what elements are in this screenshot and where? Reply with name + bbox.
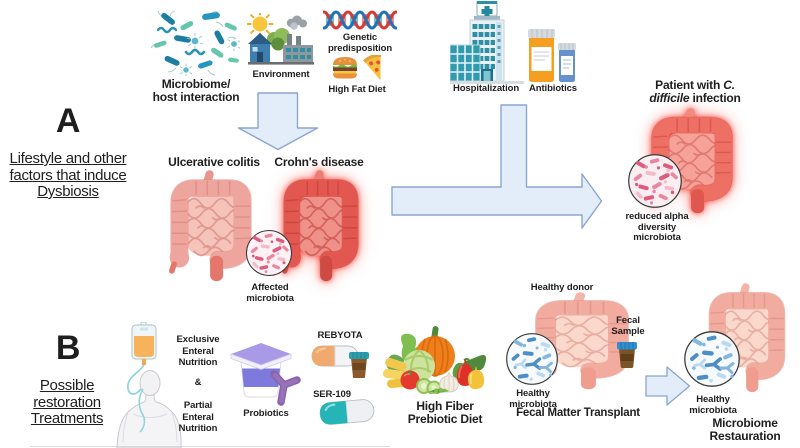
microbiome-label-l2-text: host interaction	[152, 90, 240, 105]
donor-microbiota-circle	[505, 332, 559, 386]
enteral-l2-text: Enteral	[182, 345, 214, 357]
microbiome-restauration-label: Microbiome Restauration	[709, 416, 781, 444]
affected-microbiota-label: Affected microbiota	[246, 282, 294, 304]
restauration-l2-text: Restauration	[709, 429, 781, 444]
bottom-crop-line	[30, 446, 390, 447]
restore-arrow	[645, 366, 691, 406]
enteral-l5-text: Enteral	[182, 411, 214, 423]
enteral-l3-text: Nutrition	[178, 357, 218, 368]
caption-line1-text: Possible	[39, 377, 95, 394]
bacteria-cluster-icon	[150, 10, 240, 76]
reduced-diversity-label: reduced alpha diversity microbiota	[625, 211, 689, 244]
caption-line1-text: Lifestyle and other	[9, 150, 127, 167]
antibiotics-label: Antibiotics	[529, 83, 577, 94]
high-fiber-label: High Fiber Prebiotic Diet	[407, 399, 483, 427]
affected-l2-text: microbiota	[246, 292, 294, 304]
microbiome-host-label: Microbiome/ host interaction	[152, 77, 240, 105]
ser109-icon	[319, 399, 375, 425]
enteral-nutrition-icon	[116, 322, 182, 448]
section-b-letter: B	[55, 329, 81, 367]
enteral-l4-text: Partial	[183, 400, 213, 411]
patient-l2-italic-text: difficile	[649, 91, 690, 106]
genetic-predisposition-label: Genetic predisposition	[327, 32, 393, 54]
section-a-caption: Lifestyle and other factors that induce …	[9, 150, 127, 201]
fecal-sample-l1-text: Fecal	[616, 315, 640, 326]
reduced-diversity-circle	[627, 153, 683, 209]
reduced-l3-text: microbiota	[633, 232, 681, 244]
restored-microbiota-l1-text: Healthy	[696, 394, 730, 405]
probiotics-icon	[230, 343, 301, 406]
environment-icon	[247, 13, 314, 65]
patient-l1-regular-text: Patient with	[655, 78, 724, 92]
patient-l2-regular-text: infection	[689, 91, 741, 106]
down-arrow	[237, 92, 319, 151]
section-b-caption: Possible restoration Treatments	[30, 377, 104, 428]
enteral-l1-text: Exclusive	[176, 334, 220, 345]
antibiotics-icon	[528, 29, 576, 82]
rebyota-icon	[311, 345, 369, 378]
enteral-nutrition-label: Exclusive Enteral Nutrition	[177, 334, 220, 369]
caption-line2-text: factors that induce	[9, 166, 127, 184]
ulcerative-colitis-label: Ulcerative colitis	[168, 155, 260, 169]
caption-line3-text: Dysbiosis	[37, 183, 99, 200]
crohns-disease-label: Crohn's disease	[274, 155, 364, 169]
restored-microbiota-circle	[683, 330, 741, 388]
microbiome-label-l1-text: Microbiome/	[161, 77, 231, 91]
donor-microbiota-l1-text: Healthy	[516, 388, 550, 399]
section-a-letter: A	[55, 102, 81, 140]
high-fat-diet-label: High Fat Diet	[328, 84, 386, 95]
vegetables-icon	[383, 326, 487, 394]
dysbiosis-arrow	[391, 104, 603, 229]
donor-microbiota-l2-text: microbiota	[509, 398, 557, 410]
fecal-matter-transplant-label: Fecal Matter Transplant	[516, 407, 640, 419]
enteral-l6-text: Nutrition	[178, 423, 218, 434]
genetic-label-l2-text: predisposition	[327, 42, 393, 54]
environment-label: Environment	[252, 69, 310, 80]
ser109-label: SER-109	[313, 389, 351, 400]
reduced-l2-text: diversity	[637, 221, 677, 233]
fecal-sample-label: Fecal Sample	[611, 315, 645, 337]
caption-line3-text: Treatments	[30, 410, 104, 427]
fecal-sample-l2-text: Sample	[611, 325, 645, 337]
high-fiber-l1-text: High Fiber	[416, 399, 474, 413]
hospital-icon	[450, 1, 524, 84]
healthy-donor-label: Healthy donor	[530, 282, 594, 293]
burger-pizza-icon	[333, 55, 382, 81]
affected-microbiota-circle	[245, 229, 293, 277]
caption-line2-text: restoration	[33, 393, 101, 411]
patient-cdiff-label: Patient with C. difficile infection	[649, 78, 741, 106]
dna-icon	[323, 10, 397, 30]
restored-microbiota-label: Healthy microbiota	[689, 394, 737, 416]
rebyota-label: REBYOTA	[317, 330, 363, 341]
enteral-amp: &	[194, 377, 202, 388]
hospitalization-label: Hospitalization	[452, 83, 520, 94]
probiotics-label: Probiotics	[243, 408, 289, 419]
fecal-sample-icon	[617, 342, 637, 368]
patient-l1-italic-text: C.	[723, 78, 735, 92]
donor-microbiota-label: Healthy microbiota	[509, 388, 557, 410]
affected-l1-text: Affected	[251, 282, 289, 293]
enteral-nutrition-label2: Partial Enteral Nutrition	[179, 400, 218, 435]
restored-microbiota-l2-text: microbiota	[689, 404, 737, 416]
reduced-l1-text: reduced alpha	[625, 211, 689, 222]
restauration-l1-text: Microbiome	[712, 416, 778, 430]
genetic-label-l1-text: Genetic	[342, 32, 378, 43]
high-fiber-l2-text: Prebiotic Diet	[407, 412, 483, 427]
